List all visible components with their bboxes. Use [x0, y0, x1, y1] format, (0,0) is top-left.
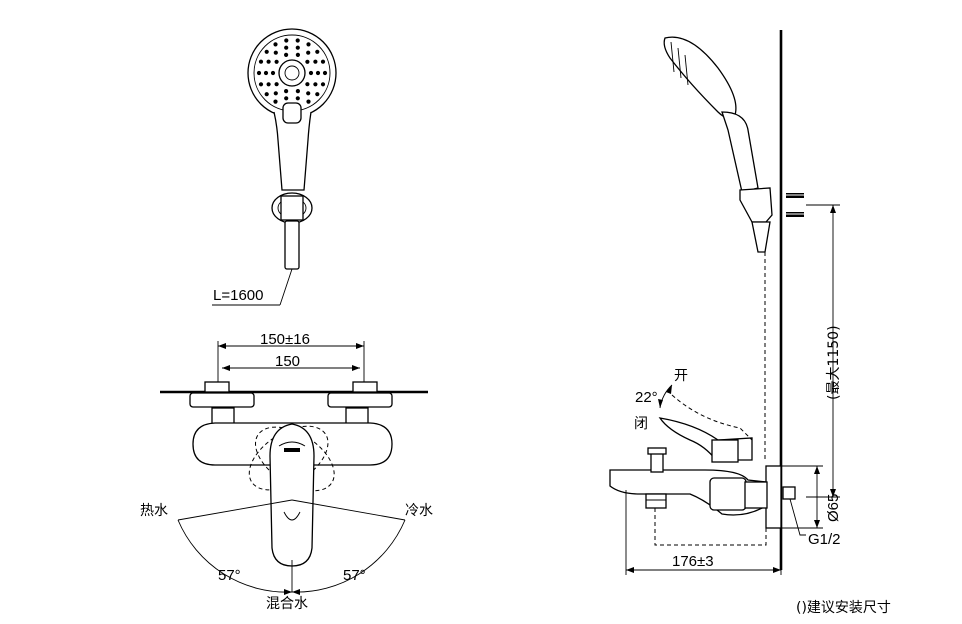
nozzle-dot	[284, 52, 289, 58]
nozzle-dot	[306, 99, 311, 104]
mixer-front-view	[160, 341, 428, 595]
mixer-side-view	[609, 30, 840, 575]
mount-range-label: 150±16	[260, 331, 310, 348]
diameter-label: Ø65	[825, 494, 842, 522]
thread-label: G1/2	[808, 531, 841, 548]
nozzle-dot	[320, 59, 326, 64]
nozzle-dot	[274, 82, 279, 87]
mixed-water-label: 混合水	[266, 596, 308, 612]
nozzle-dot	[273, 42, 278, 47]
nozzle-dot	[306, 50, 311, 55]
nozzle-dot	[295, 89, 300, 94]
nozzle-dot	[266, 59, 271, 64]
nozzle-dot	[270, 70, 276, 76]
nozzle-dot	[295, 38, 300, 43]
projection-label: 176±3	[672, 553, 714, 570]
nozzle-dot	[305, 82, 310, 87]
nozzle-dot	[256, 70, 262, 76]
hand-shower-front-view	[212, 28, 337, 306]
nozzle-dot	[306, 91, 311, 96]
installation-note: ()建议安装尺寸	[796, 600, 891, 616]
nozzle-dot	[284, 45, 289, 50]
wall-screw-icon	[786, 193, 804, 217]
hot-angle-label: 57°	[218, 567, 241, 584]
cold-water-label: 冷水	[405, 503, 433, 519]
nozzle-dot	[264, 92, 269, 97]
hot-water-label: 热水	[140, 503, 168, 519]
nozzle-dot	[264, 49, 269, 54]
lever-angle-label: 22°	[635, 389, 658, 406]
nozzle-dot	[266, 82, 271, 87]
nozzle-dot	[258, 82, 264, 87]
mount-center-label: 150	[275, 353, 300, 370]
nozzle-dot	[295, 52, 300, 58]
nozzle-dot	[284, 96, 289, 101]
nozzle-dot	[320, 82, 326, 87]
nozzle-dot	[258, 59, 264, 64]
nozzle-dot	[274, 59, 279, 64]
nozzle-dot	[295, 96, 300, 101]
nozzle-dot	[313, 82, 318, 87]
nozzle-dot	[273, 50, 278, 55]
nozzle-dot	[313, 59, 318, 64]
nozzle-dot	[322, 70, 328, 76]
nozzle-dot	[295, 45, 300, 50]
nozzle-dot	[315, 49, 320, 54]
open-label: 开	[674, 368, 688, 384]
nozzle-dot	[273, 91, 278, 96]
nozzle-dot	[263, 70, 269, 76]
nozzle-dot	[284, 89, 289, 94]
hose-length-label: L=1600	[213, 287, 263, 304]
nozzle-dot	[306, 42, 311, 47]
nozzle-dot	[308, 70, 314, 76]
nozzle-dot	[305, 59, 310, 64]
nozzle-dot	[315, 92, 320, 97]
cold-angle-label: 57°	[343, 567, 366, 584]
height-max-label: (最大1150)	[826, 325, 842, 400]
nozzle-dot	[273, 99, 278, 104]
close-label: 闭	[634, 416, 648, 432]
nozzle-dot	[284, 38, 289, 43]
nozzle-dot	[315, 70, 321, 76]
